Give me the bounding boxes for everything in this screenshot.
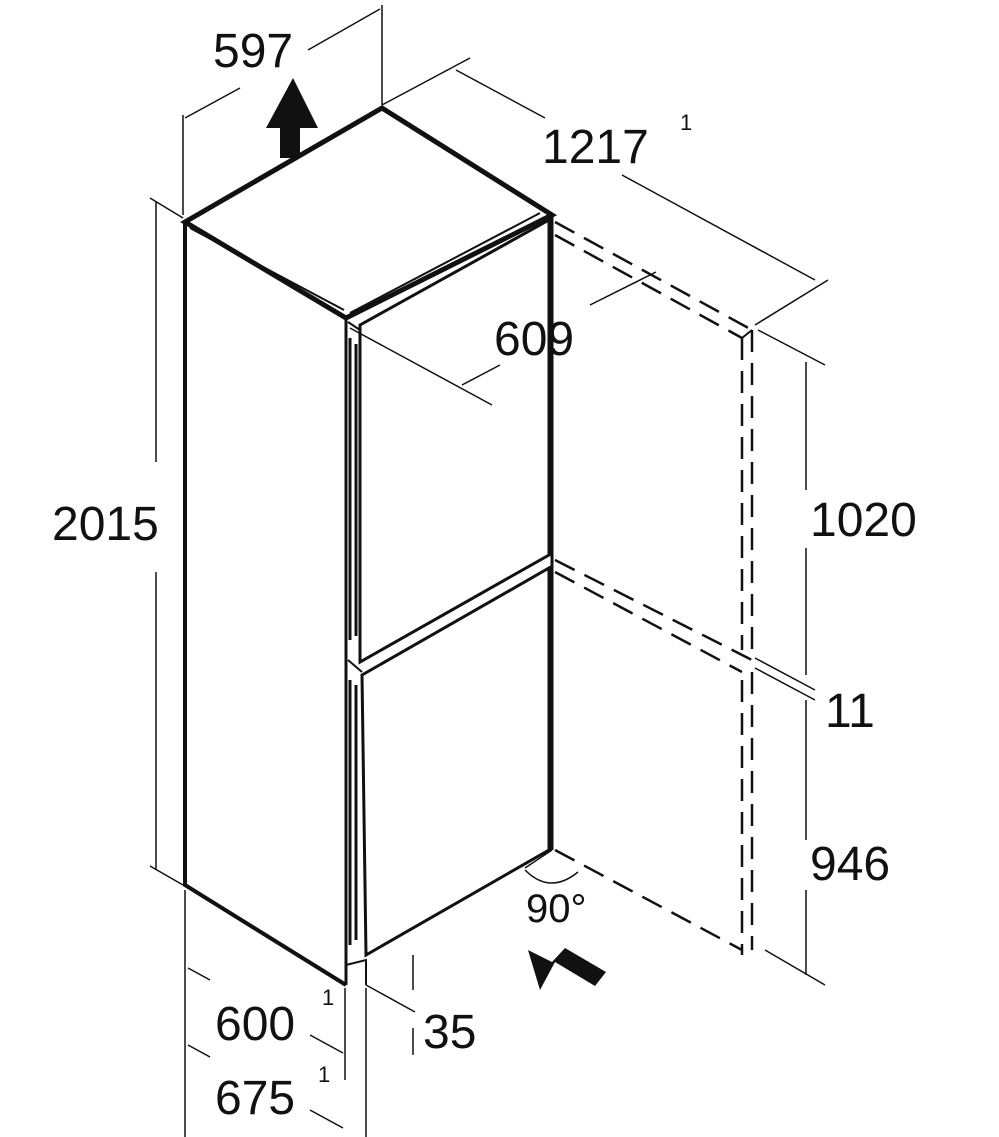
freezer-door [345,565,551,985]
label-freezer-door-height: 946 [810,838,890,891]
label-door-width: 609 [494,313,574,366]
label-width: 597 [213,25,293,78]
dimension-lines [149,5,829,1137]
label-depth-with-handle-note: 1 [318,1062,330,1087]
label-gap: 11 [825,685,875,738]
label-total-depth: 1217 [542,121,649,174]
label-total-depth-note: 1 [680,110,692,135]
up-arrow-icon [266,78,318,158]
label-height: 2015 [52,498,159,551]
label-depth-with-handle: 675 [215,1072,295,1125]
appliance-outline [180,105,558,987]
label-plinth-height: 35 [423,1006,476,1059]
open-door-outline [554,220,754,955]
label-door-angle: 90° [526,887,587,931]
front-arrow-icon [528,948,606,990]
label-depth: 600 [215,998,295,1051]
label-depth-note: 1 [322,985,334,1010]
fridge-door [347,217,551,665]
dimension-labels: 597 1217 1 609 2015 1020 11 946 90° 600 … [52,25,917,1125]
label-fridge-door-height: 1020 [810,494,917,547]
